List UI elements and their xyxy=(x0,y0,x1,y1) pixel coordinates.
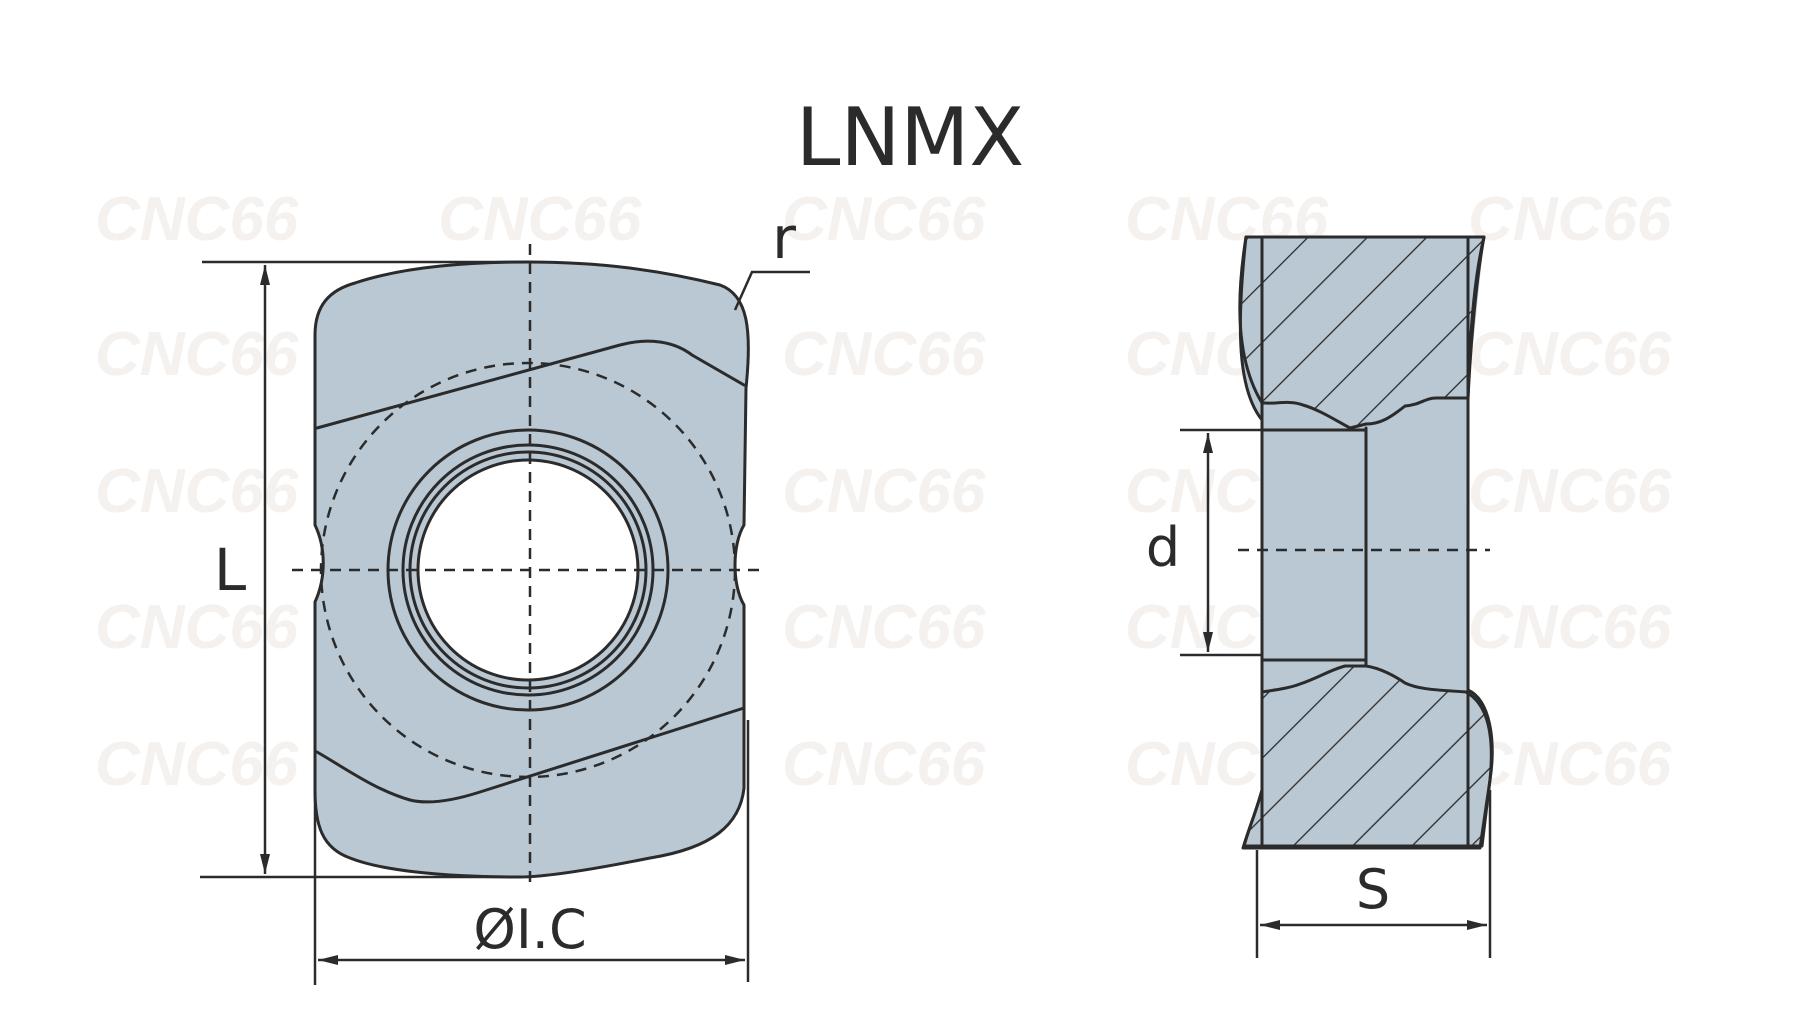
top-facet-edge xyxy=(315,339,746,430)
watermark-text: CNC66 xyxy=(1468,185,1672,254)
watermark-text: CNC66 xyxy=(95,730,299,799)
lower-hatched-section xyxy=(1242,664,1493,848)
ic-label: ØI.C xyxy=(473,898,586,961)
watermark-text: CNC66 xyxy=(95,593,299,662)
side-section-view: d S xyxy=(1146,235,1494,958)
section-outline xyxy=(1238,235,1494,850)
watermark-text: CNC66 xyxy=(782,457,986,526)
watermark-text: CNC66 xyxy=(438,185,642,254)
watermark-text: CNC66 xyxy=(1468,730,1672,799)
d-label: d xyxy=(1146,516,1180,579)
front-view: L r ØI.C xyxy=(200,204,810,985)
watermark-text: CNC66 xyxy=(782,185,986,254)
watermark-text: CNC66 xyxy=(95,320,299,389)
length-label: L xyxy=(214,536,246,604)
s-label: S xyxy=(1356,858,1390,921)
watermark-text: CNC66 xyxy=(1468,457,1672,526)
watermark-text: CNC66 xyxy=(782,730,986,799)
upper-hatched-section xyxy=(1238,235,1486,430)
watermark-text: CNC66 xyxy=(782,320,986,389)
insert-outline xyxy=(313,260,750,879)
radius-leader xyxy=(733,270,810,311)
watermark-text: CNC66 xyxy=(95,457,299,526)
watermark-text: CNC66 xyxy=(1468,320,1672,389)
bottom-facet-edge xyxy=(315,706,746,804)
radius-label: r xyxy=(772,204,796,272)
watermark-text: CNC66 xyxy=(782,593,986,662)
drawing-title: LNMX xyxy=(796,91,1024,184)
watermark-text: CNC66 xyxy=(95,185,299,254)
watermark-text: CNC66 xyxy=(1468,593,1672,662)
